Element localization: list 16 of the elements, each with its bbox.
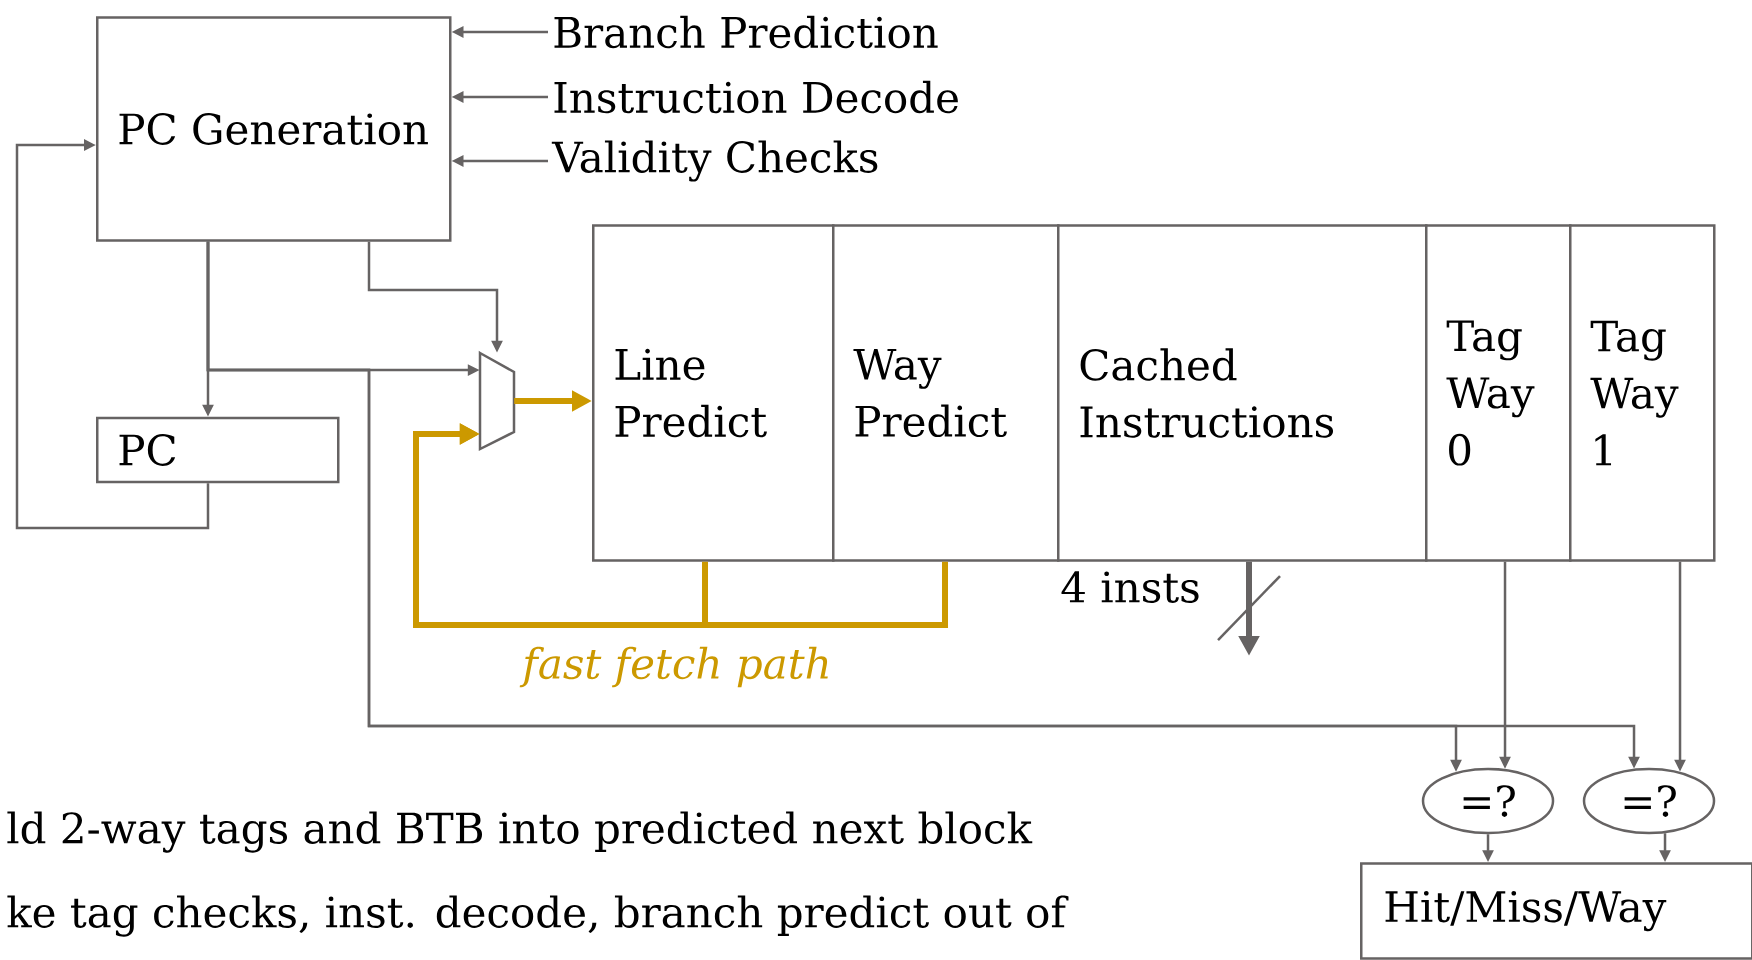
input-label: Instruction Decode xyxy=(554,80,958,114)
process-box: PC Generation xyxy=(96,16,452,242)
table-field: Way Predict xyxy=(832,224,1060,562)
arrow xyxy=(15,139,210,530)
input-label: Validity Checks xyxy=(551,140,878,182)
output-box: Hit/Miss/Way xyxy=(1360,862,1752,960)
path-label: fast fetch path xyxy=(519,646,828,688)
table-field: Tag Way 1 xyxy=(1569,224,1716,562)
arrow xyxy=(413,423,948,628)
input-label: Branch Prediction xyxy=(554,15,938,49)
bullet-text: ke tag checks, inst. decode, branch predict out of xyxy=(7,895,1069,937)
table-field: Tag Way 0 xyxy=(1425,224,1572,562)
edge-label: 4 insts xyxy=(1061,571,1199,603)
bullet-text: ld 2-way tags and BTB into predicted next block xyxy=(7,811,1033,853)
table-field: Line Predict xyxy=(592,224,835,562)
register-box: PC xyxy=(96,416,340,484)
